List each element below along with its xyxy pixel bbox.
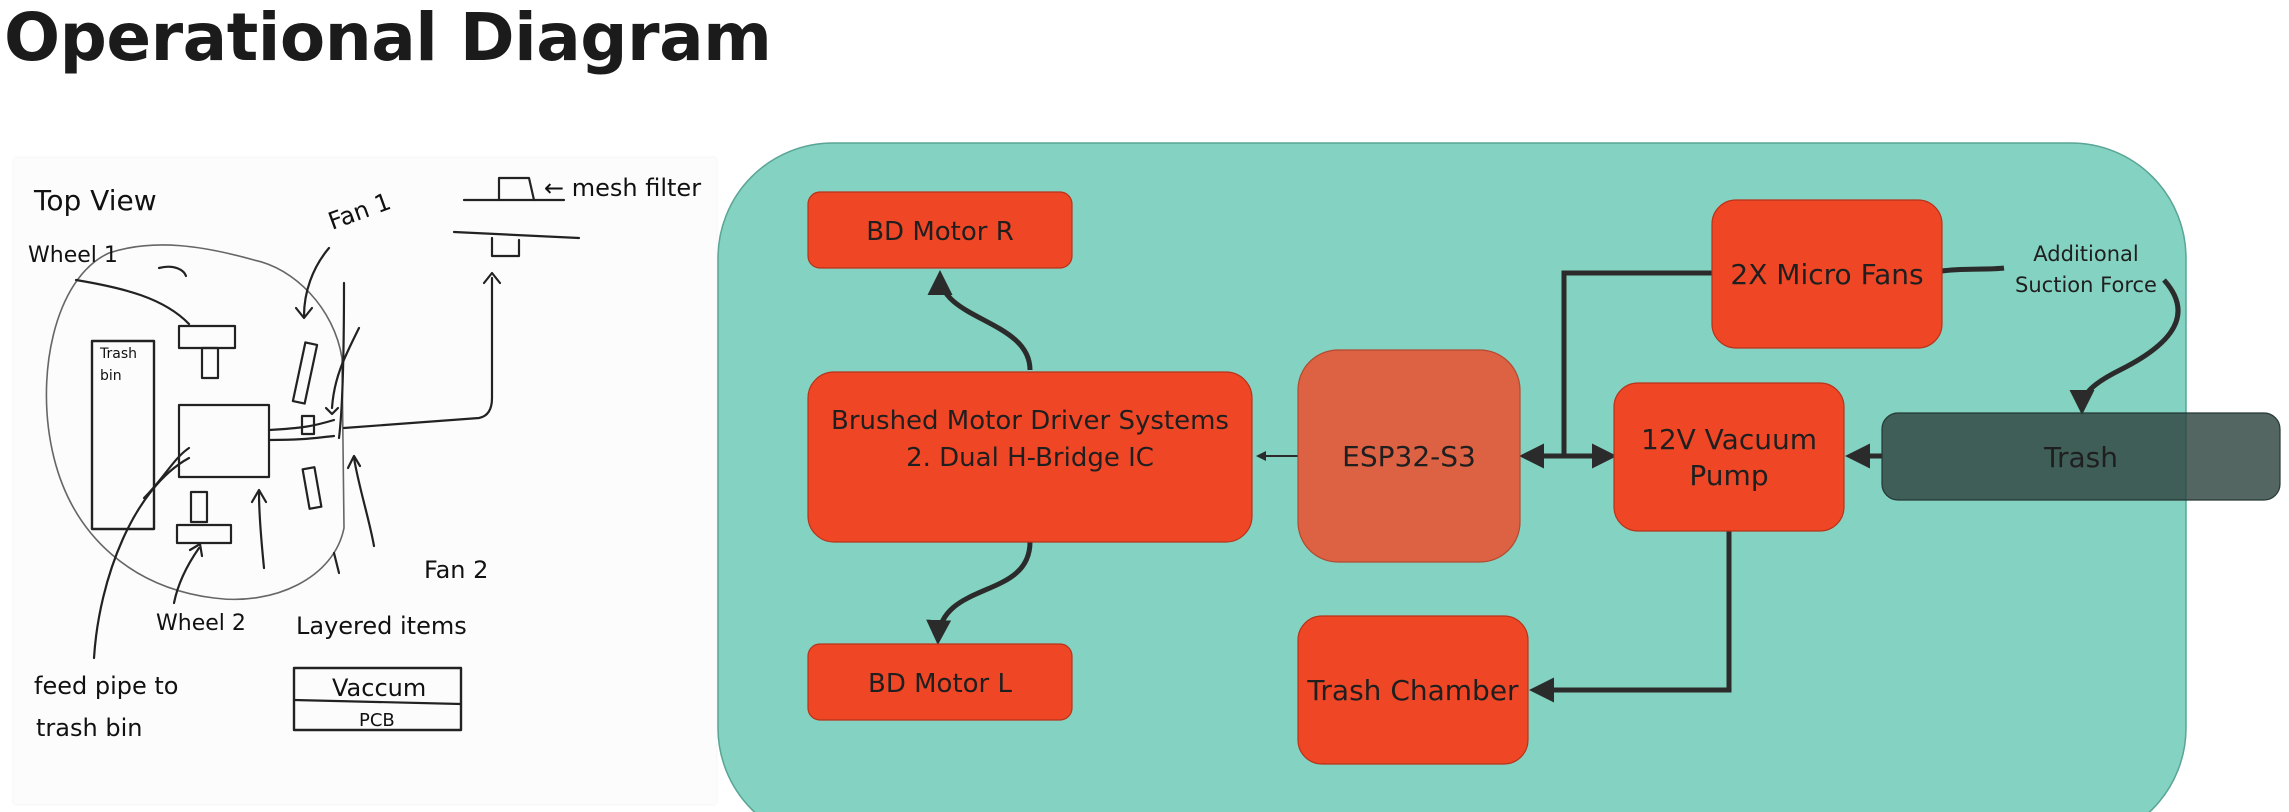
suction-annotation: Additional Suction Force [2015,242,2157,297]
sketch-pcb-label: PCB [359,710,395,731]
sketch-mesh-filter-label: ← mesh filter [544,174,701,202]
sketch-trash-bin-label-2: bin [100,368,122,384]
connector-driver-to-motor-r [927,270,1033,371]
suction-label-line2: Suction Force [2015,273,2157,297]
block-motor-l: BD Motor L [807,643,1073,721]
block-vacuum-pump: 12V Vacuum Pump [1613,382,1845,532]
connector-fans-suction [1941,265,2005,274]
block-motor-r: BD Motor R [807,191,1073,269]
page-title: Operational Diagram [4,0,772,76]
sketch-feed-pipe-label-2: trash bin [36,714,142,742]
block-esp32: ESP32-S3 [1297,349,1521,563]
sketch-wheel1-label: Wheel 1 [28,243,118,268]
top-view-sketch: Top View Wheel 1 Fan 1 ← mesh filter Tra… [28,174,701,742]
connectors [926,265,2181,703]
pump-label-line1: 12V Vacuum [1641,423,1817,456]
pump-label-line2: Pump [1689,459,1768,492]
trash-label: Trash [2043,441,2118,474]
sketch-fan2-label: Fan 2 [424,556,488,584]
sketch-layered-items-label: Layered items [296,612,467,640]
block-trash-chamber: Trash Chamber [1297,615,1529,765]
connector-pump-to-chamber [1529,531,1732,703]
sketch-image: Top View Wheel 1 Fan 1 ← mesh filter Tra… [14,158,716,804]
sketch-vaccum-label: Vaccum [332,674,426,702]
driver-label-line1: Brushed Motor Driver Systems [831,406,1229,436]
sketch-wheel2-label: Wheel 2 [156,611,246,636]
block-trash: Trash [1881,412,2281,501]
sketch-top-view-label: Top View [33,184,157,217]
trash-chamber-label: Trash Chamber [1306,674,1519,707]
suction-label-line1: Additional [2033,242,2138,266]
block-micro-fans: 2X Micro Fans [1711,199,1943,349]
connector-suction-to-trash [2069,278,2181,415]
connector-driver-to-motor-l [926,541,1033,645]
sketch-trash-bin-label-1: Trash [99,346,137,362]
block-motor-driver: Brushed Motor Driver Systems 2. Dual H-B… [807,371,1253,543]
motor-r-label: BD Motor R [866,217,1014,247]
motor-l-label: BD Motor L [868,669,1013,699]
sketch-feed-pipe-label-1: feed pipe to [34,672,178,700]
connector-fans-to-bus [1561,270,1712,456]
fans-label: 2X Micro Fans [1730,258,1923,291]
driver-label-line2: 2. Dual H-Bridge IC [906,443,1154,473]
esp32-label: ESP32-S3 [1342,440,1476,473]
